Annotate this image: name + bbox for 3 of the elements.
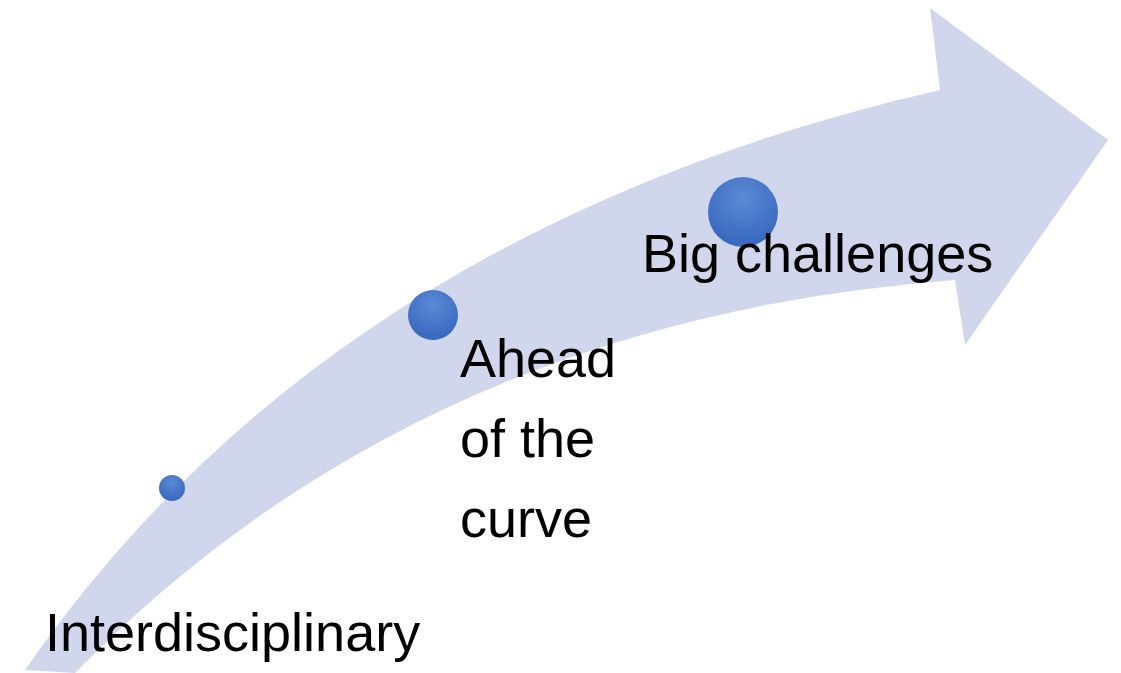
milestone-label: Ahead of the curve [460, 327, 618, 550]
milestone-label: Interdisciplinary [45, 601, 422, 664]
milestone-label: Big challenges [642, 222, 995, 285]
